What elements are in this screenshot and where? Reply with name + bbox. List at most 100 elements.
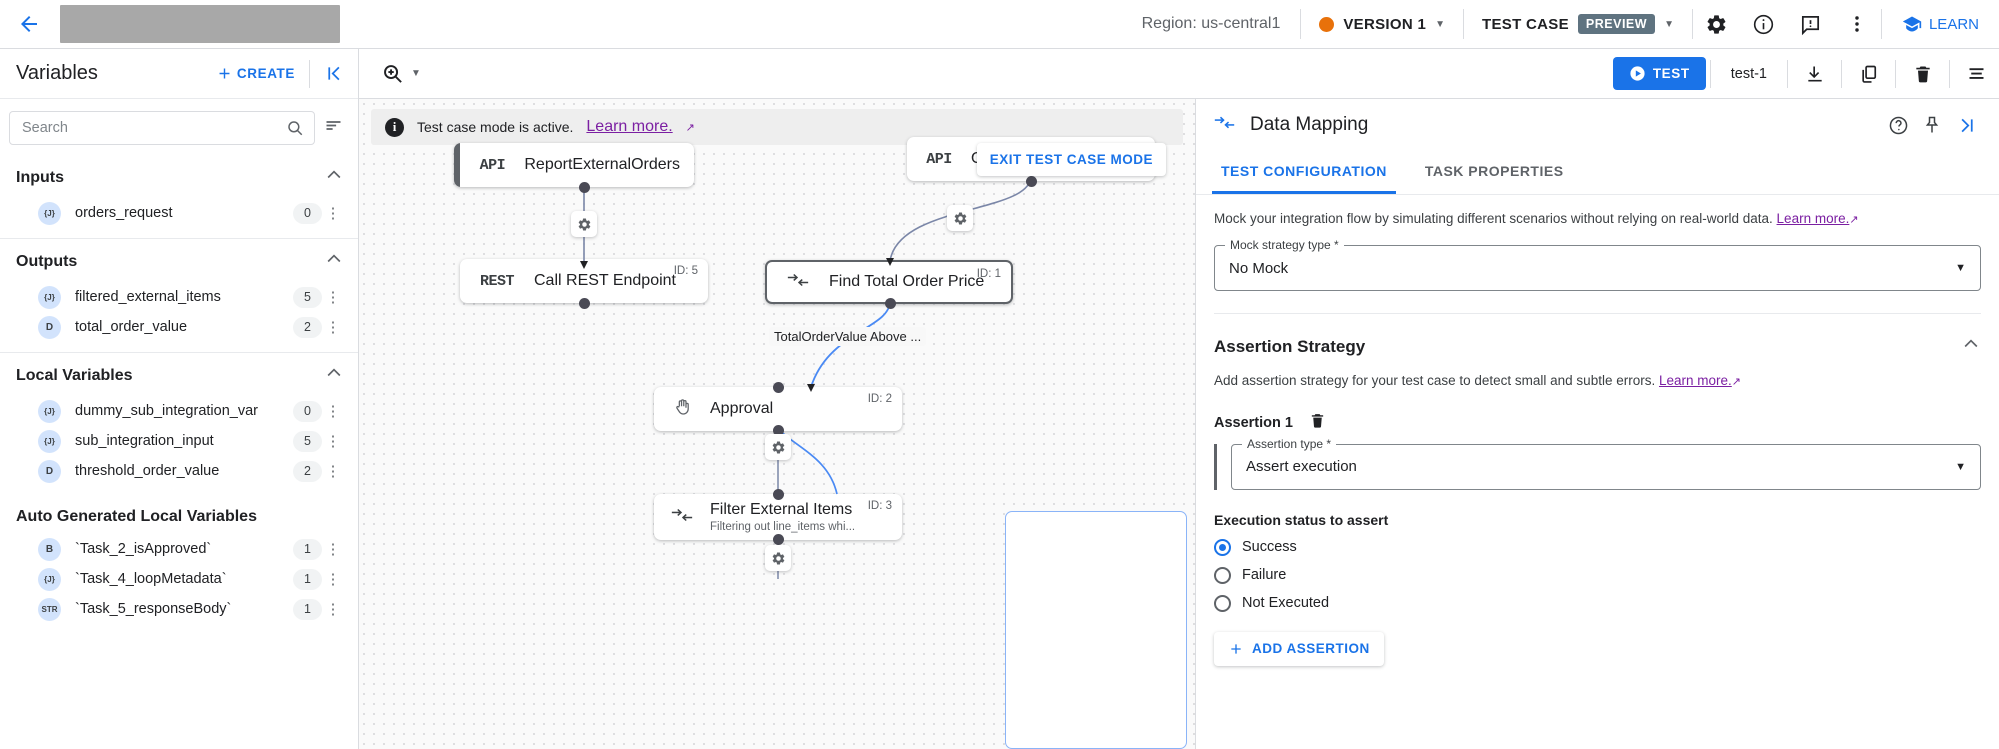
section-title: Auto Generated Local Variables <box>16 508 257 525</box>
mock-strategy-type-select[interactable]: Mock strategy type * No Mock ▼ <box>1214 238 1981 292</box>
node-port[interactable] <box>773 534 784 545</box>
more-vert-icon[interactable]: ⋮ <box>325 571 341 588</box>
search-box[interactable] <box>9 111 315 145</box>
radio-indicator[interactable] <box>1214 566 1231 584</box>
edge-condition-label[interactable]: TotalOrderValue Above ... <box>769 327 927 346</box>
flow-node-filter-external-items[interactable]: Filter External Items Filtering out line… <box>654 494 902 540</box>
list-item[interactable]: D threshold_order_value 2 ⋮ <box>0 456 358 486</box>
test-case-selector[interactable]: TEST CASE PREVIEW ▼ <box>1464 14 1692 34</box>
test-button[interactable]: TEST <box>1612 57 1706 90</box>
assertion-card: Assertion type * Assert execution ▼ <box>1214 436 1981 490</box>
list-icon[interactable] <box>1954 49 1999 99</box>
mapping-icon <box>654 506 710 529</box>
chevron-up-icon[interactable] <box>324 165 344 190</box>
more-vert-icon[interactable]: ⋮ <box>325 433 341 450</box>
node-port[interactable] <box>773 382 784 393</box>
node-port[interactable] <box>885 298 896 309</box>
assertion-strategy-header[interactable]: Assertion Strategy <box>1196 314 1999 359</box>
radio-option-success[interactable]: Success <box>1214 538 1981 556</box>
section-header-local-variables[interactable]: Local Variables <box>0 353 358 396</box>
list-item[interactable]: STR `Task_5_responseBody` 1 ⋮ <box>0 594 358 624</box>
node-port[interactable] <box>1026 176 1037 187</box>
delete-icon[interactable] <box>1309 412 1326 434</box>
gear-icon[interactable] <box>571 211 597 237</box>
data-mapping-panel: Data Mapping TEST CONFIGURATION TASK PRO… <box>1195 99 1999 749</box>
radio-option-failure[interactable]: Failure <box>1214 566 1981 584</box>
tab-task-properties[interactable]: TASK PROPERTIES <box>1424 163 1564 179</box>
flow-node-approval[interactable]: Approval ID: 2 <box>654 387 902 431</box>
mock-learn-more-link[interactable]: Learn more. <box>1776 211 1850 226</box>
node-port[interactable] <box>773 489 784 500</box>
delete-icon[interactable] <box>1900 49 1945 99</box>
node-port[interactable] <box>579 182 590 193</box>
version-selector[interactable]: VERSION 1 ▼ <box>1301 16 1463 33</box>
collapse-left-icon[interactable] <box>310 63 358 84</box>
back-arrow-icon[interactable] <box>6 12 52 36</box>
more-vert-icon[interactable]: ⋮ <box>325 601 341 618</box>
chevron-up-icon[interactable] <box>1961 334 1981 359</box>
pin-icon[interactable] <box>1915 115 1949 135</box>
gear-icon[interactable] <box>765 545 791 571</box>
exit-test-case-mode-button[interactable]: EXIT TEST CASE MODE <box>976 143 1166 176</box>
more-vert-icon[interactable]: ⋮ <box>325 541 341 558</box>
help-icon[interactable] <box>1881 115 1915 136</box>
gear-icon[interactable] <box>1693 0 1740 49</box>
zoom-control[interactable]: ▼ <box>359 62 437 85</box>
more-vert-icon[interactable] <box>1834 0 1881 49</box>
more-vert-icon[interactable]: ⋮ <box>325 463 341 480</box>
list-item[interactable]: {J} `Task_4_loopMetadata` 1 ⋮ <box>0 564 358 594</box>
collapse-right-icon[interactable] <box>1949 115 1983 136</box>
assertion-learn-more-link[interactable]: Learn more. <box>1658 373 1732 389</box>
flow-canvas[interactable]: i Test case mode is active. Learn more. … <box>359 99 1195 749</box>
search-input[interactable] <box>20 119 286 137</box>
node-port[interactable] <box>579 298 590 309</box>
learn-button[interactable]: LEARN <box>1882 14 1999 34</box>
banner-learn-more-link[interactable]: Learn more. <box>586 118 673 135</box>
chevron-up-icon[interactable] <box>324 363 344 388</box>
flow-node-call-rest-endpoint[interactable]: REST Call REST Endpoint ID: 5 <box>460 259 708 303</box>
variables-panel: Variables CREATE Inputs {J} orders_reque… <box>0 49 359 749</box>
more-vert-icon[interactable]: ⋮ <box>325 289 341 306</box>
list-item[interactable]: {J} dummy_sub_integration_var 0 ⋮ <box>0 396 358 426</box>
gear-icon[interactable] <box>947 205 973 231</box>
flow-node-find-total-order-price[interactable]: Find Total Order Price ID: 1 <box>765 260 1013 304</box>
section-header-outputs[interactable]: Outputs <box>0 239 358 282</box>
execution-status-label: Execution status to assert <box>1214 511 1389 528</box>
panel-title: Variables <box>16 62 98 84</box>
flow-node-report-external-orders[interactable]: API ReportExternalOrders <box>454 143 694 187</box>
add-assertion-button[interactable]: ADD ASSERTION <box>1214 631 1384 666</box>
assertion-description: Add assertion strategy for your test cas… <box>1214 371 1981 391</box>
list-item[interactable]: {J} filtered_external_items 5 ⋮ <box>0 282 358 312</box>
create-variable-button[interactable]: CREATE <box>216 65 309 82</box>
radio-option-not-executed[interactable]: Not Executed <box>1214 594 1981 612</box>
tab-test-configuration[interactable]: TEST CONFIGURATION <box>1212 151 1396 194</box>
plus-icon <box>219 68 230 79</box>
copy-icon[interactable] <box>1846 49 1891 99</box>
gear-icon[interactable] <box>765 434 791 460</box>
node-title: Call REST Endpoint <box>534 272 676 289</box>
canvas-toolbar: ▼ TEST test-1 <box>359 49 1999 99</box>
more-vert-icon[interactable]: ⋮ <box>325 319 341 336</box>
list-item[interactable]: D total_order_value 2 ⋮ <box>0 312 358 342</box>
feedback-icon[interactable] <box>1787 0 1834 49</box>
more-vert-icon[interactable]: ⋮ <box>325 403 341 420</box>
section-header-inputs[interactable]: Inputs <box>0 155 358 198</box>
sort-icon[interactable] <box>323 115 348 141</box>
chevron-up-icon[interactable] <box>324 249 344 274</box>
download-icon[interactable] <box>1792 49 1837 99</box>
info-icon[interactable] <box>1740 0 1787 49</box>
list-item[interactable]: {J} orders_request 0 ⋮ <box>0 198 358 228</box>
list-item[interactable]: {J} sub_integration_input 5 ⋮ <box>0 426 358 456</box>
sub-integration-preview-box[interactable] <box>1005 511 1187 749</box>
radio-indicator[interactable] <box>1214 594 1231 612</box>
test-case-name[interactable]: test-1 <box>1730 65 1767 82</box>
variable-count: 0 <box>293 202 322 224</box>
radio-indicator[interactable] <box>1214 538 1231 556</box>
external-link-icon: ↗ <box>685 121 695 134</box>
section-header-auto-generated[interactable]: Auto Generated Local Variables <box>0 486 358 534</box>
assertion-type-select[interactable]: Assertion type * Assert execution ▼ <box>1231 436 1981 490</box>
node-body: Approval <box>710 400 902 418</box>
top-app-bar: Region: us-central1 VERSION 1 ▼ TEST CAS… <box>0 0 1999 49</box>
list-item[interactable]: B `Task_2_isApproved` 1 ⋮ <box>0 534 358 564</box>
more-vert-icon[interactable]: ⋮ <box>325 205 341 222</box>
